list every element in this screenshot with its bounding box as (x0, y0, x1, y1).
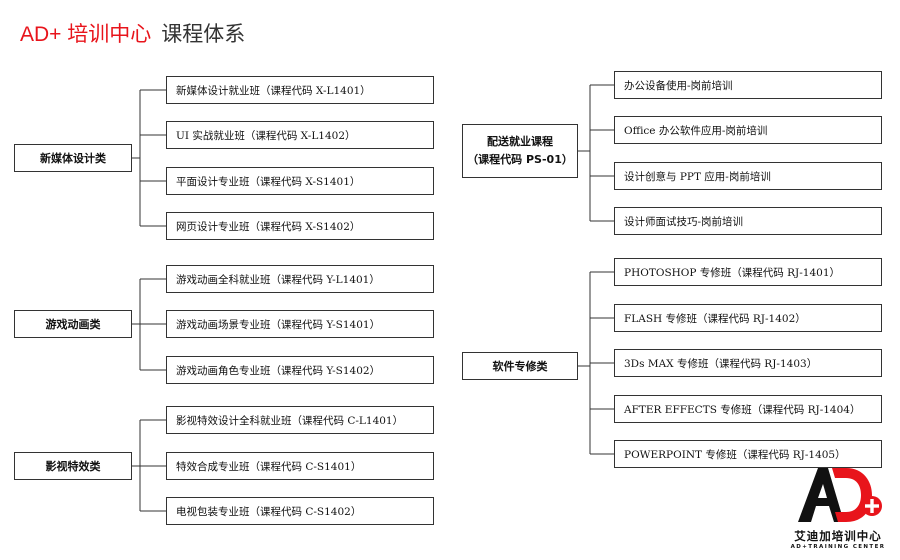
course-box: 游戏动画全科就业班（课程代码 Y-L1401） (166, 265, 434, 293)
category-new-media: 新媒体设计类 (14, 144, 132, 172)
course-box: 电视包装专业班（课程代码 C-S1402） (166, 497, 434, 525)
course-box: POWERPOINT 专修班（课程代码 RJ-1405） (614, 440, 882, 468)
course-box: FLASH 专修班（课程代码 RJ-1402） (614, 304, 882, 332)
course-box: 影视特效设计全科就业班（课程代码 C-L1401） (166, 406, 434, 434)
category-film-vfx: 影视特效类 (14, 452, 132, 480)
logo-chinese-name: 艾迪加培训中心 (794, 529, 882, 543)
category-job-courses-code: （课程代码 PS-01） (467, 153, 573, 166)
course-box: 新媒体设计就业班（课程代码 X-L1401） (166, 76, 434, 104)
logo-english-name: AD+TRAINING CENTER (790, 544, 886, 550)
category-job-courses: 配送就业课程 （课程代码 PS-01） (462, 124, 578, 178)
brand-title: AD+ 培训中心 (20, 23, 152, 46)
training-center-logo: 艾迪加培训中心 AD+TRAINING CENTER (788, 462, 888, 558)
course-box: 设计创意与 PPT 应用-岗前培训 (614, 162, 882, 190)
course-box: 网页设计专业班（课程代码 X-S1402） (166, 212, 434, 240)
course-box: 游戏动画角色专业班（课程代码 Y-S1402） (166, 356, 434, 384)
course-box: 3Ds MAX 专修班（课程代码 RJ-1403） (614, 349, 882, 377)
page-subtitle: 课程体系 (161, 22, 246, 46)
course-box: PHOTOSHOP 专修班（课程代码 RJ-1401） (614, 258, 882, 286)
category-job-courses-name: 配送就业课程 (487, 135, 553, 148)
course-box: 设计师面试技巧-岗前培训 (614, 207, 882, 235)
ad-plus-logo-icon (798, 468, 882, 522)
category-software: 软件专修类 (462, 352, 578, 380)
course-box: 特效合成专业班（课程代码 C-S1401） (166, 452, 434, 480)
course-box: AFTER EFFECTS 专修班（课程代码 RJ-1404） (614, 395, 882, 423)
course-box: UI 实战就业班（课程代码 X-L1402） (166, 121, 434, 149)
page-title: AD+ 培训中心课程体系 (20, 18, 245, 48)
course-box: Office 办公软件应用-岗前培训 (614, 116, 882, 144)
course-box: 游戏动画场景专业班（课程代码 Y-S1401） (166, 310, 434, 338)
category-game-animation: 游戏动画类 (14, 310, 132, 338)
course-box: 办公设备使用-岗前培训 (614, 71, 882, 99)
course-box: 平面设计专业班（课程代码 X-S1401） (166, 167, 434, 195)
